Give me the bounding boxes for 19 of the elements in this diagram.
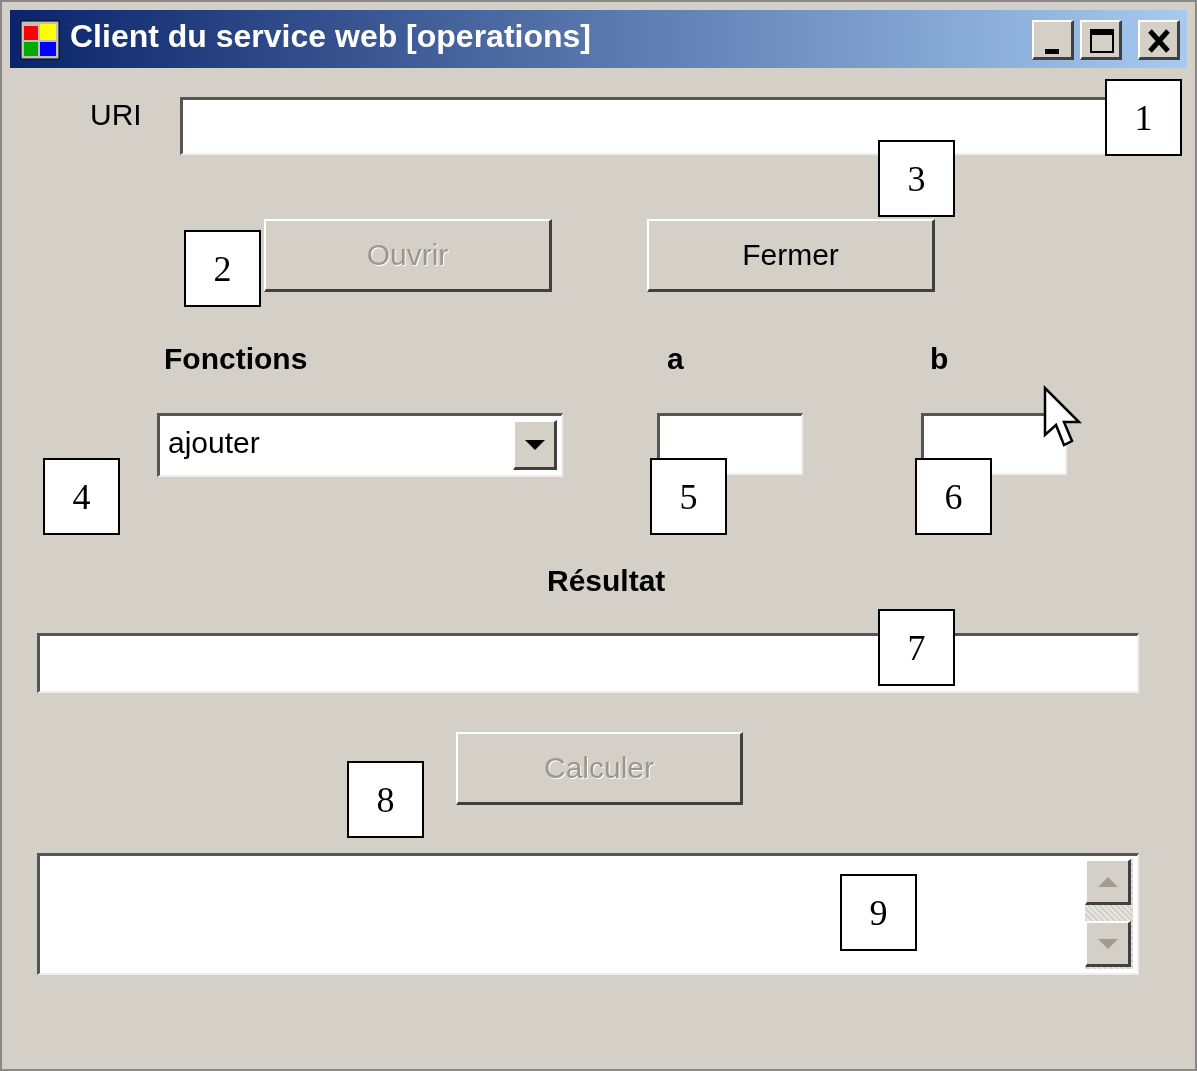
- window-title: Client du service web [operations]: [70, 18, 591, 55]
- open-button: Ouvrir: [264, 219, 552, 292]
- callout-number: 2: [184, 230, 261, 307]
- field-label: b: [930, 342, 949, 376]
- callout-number: 3: [878, 140, 955, 217]
- callout-number: 7: [878, 609, 955, 686]
- section-label: Résultat: [547, 564, 666, 598]
- callout-number: 4: [43, 458, 120, 535]
- field-label: URI: [90, 98, 142, 132]
- callout-number: 8: [347, 761, 424, 838]
- callout-number: 9: [840, 874, 917, 951]
- close-button: Fermer: [647, 219, 935, 292]
- callout-number: 1: [1105, 79, 1182, 156]
- callout-number: 6: [915, 458, 992, 535]
- dropdown: ajouter: [157, 413, 563, 477]
- calculate-button: Calculer: [456, 732, 743, 805]
- section-label: Fonctions: [164, 342, 308, 376]
- field-label: a: [667, 342, 684, 376]
- callout-number: 5: [650, 458, 727, 535]
